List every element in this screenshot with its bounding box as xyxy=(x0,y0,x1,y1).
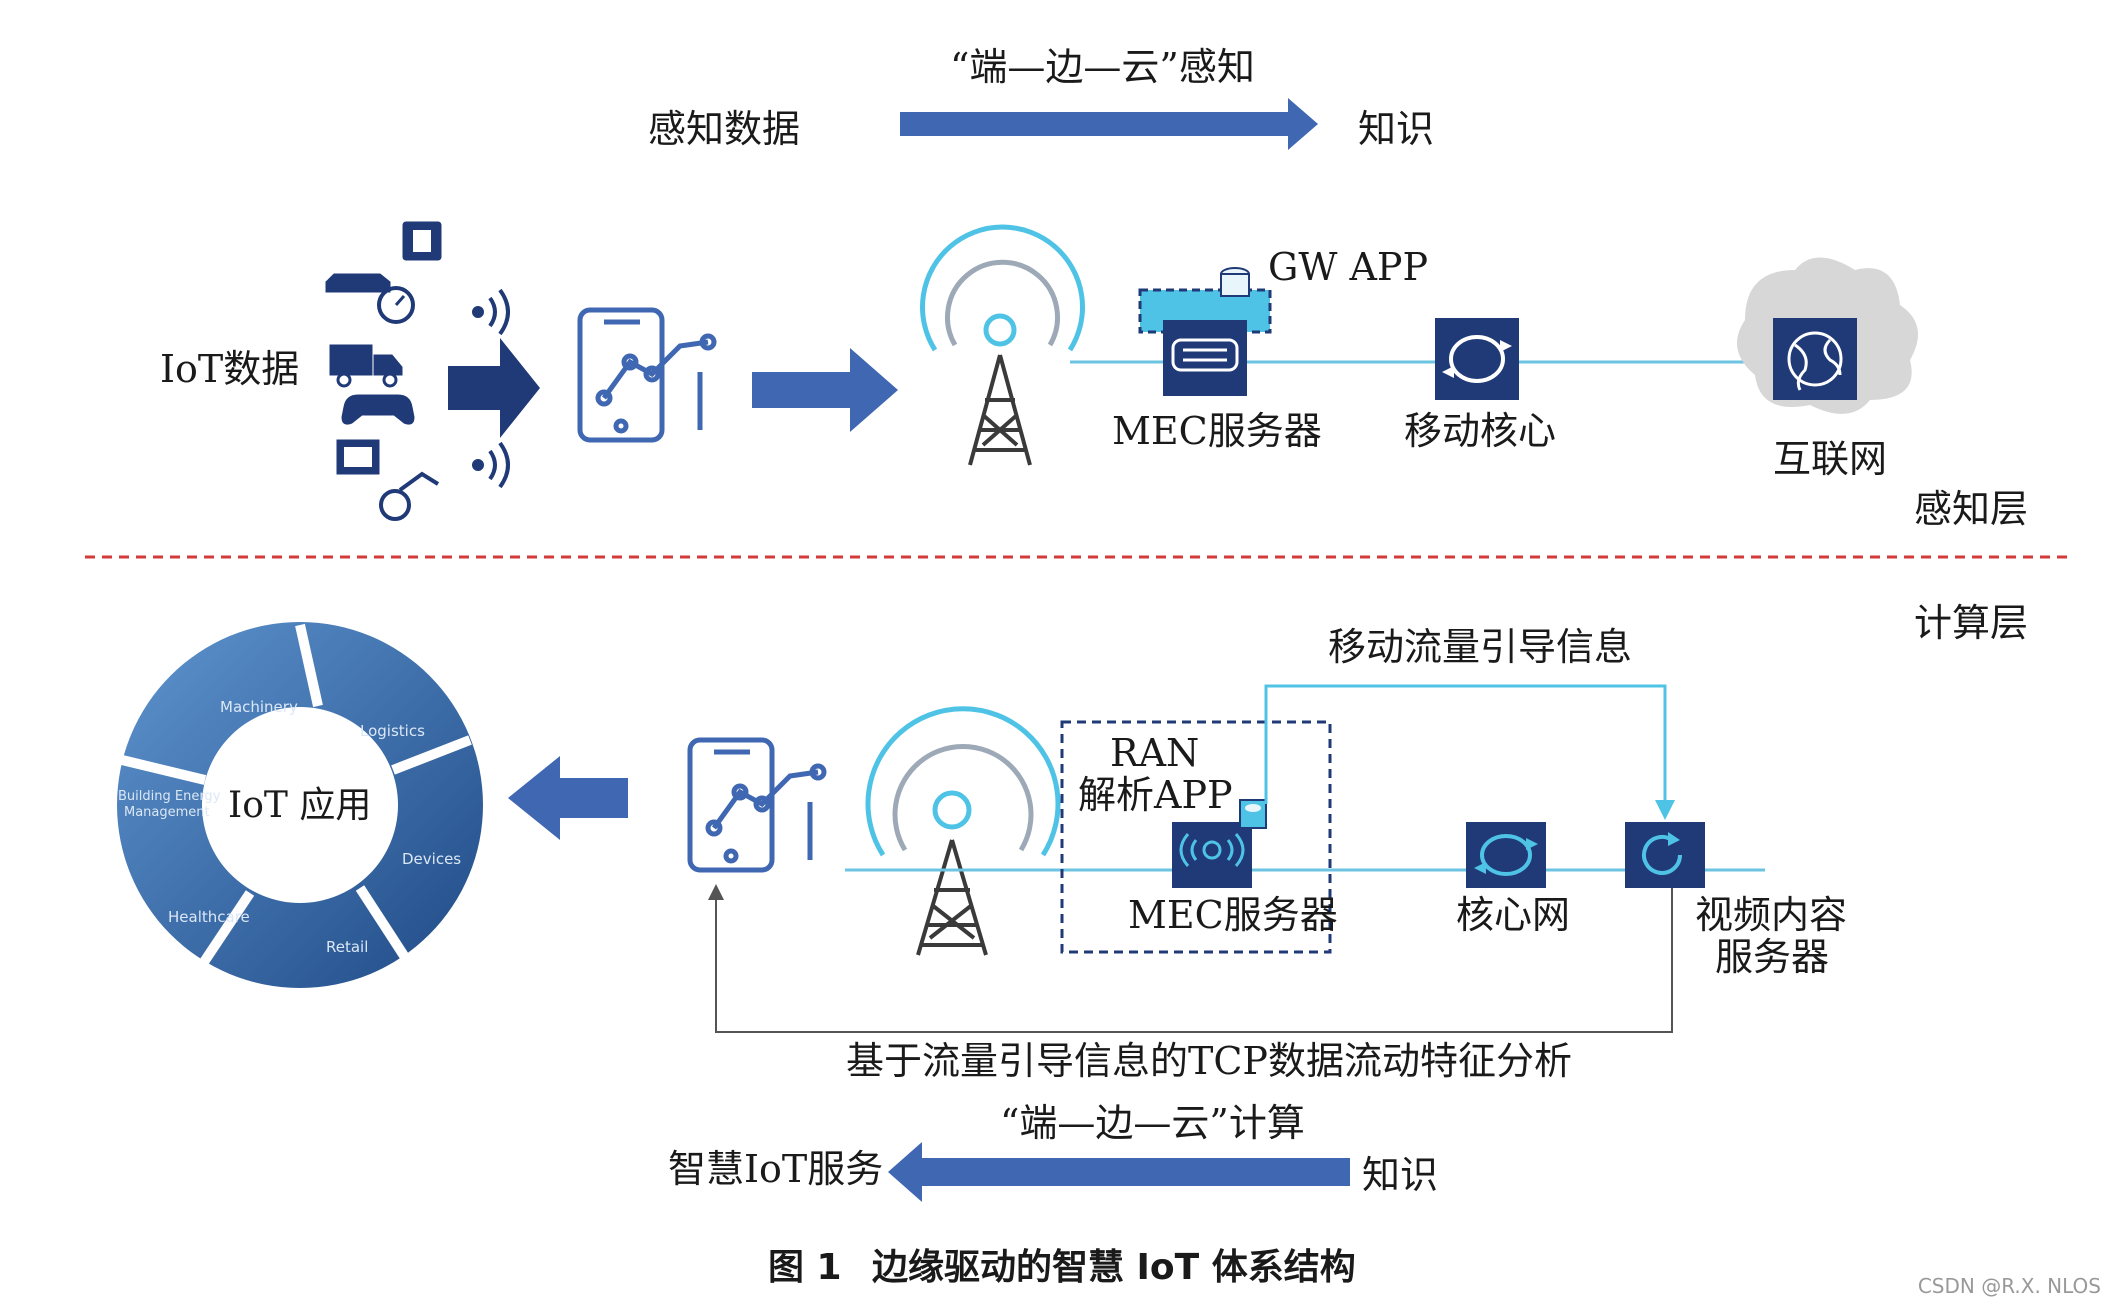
iot-application-ring xyxy=(117,622,483,988)
iot-to-phone-arrow xyxy=(448,338,540,438)
clock-icon xyxy=(377,286,415,324)
smartphone-chart-icon xyxy=(577,307,717,443)
mobile-core-icon xyxy=(1435,318,1519,400)
top-flow-arrow xyxy=(900,98,1318,150)
figure-caption: 边缘驱动的智慧 IoT 体系结构 xyxy=(872,1247,1356,1288)
watermark: CSDN @R.X. NLOS xyxy=(1917,1274,2101,1298)
mec-server-label-2: MEC服务器 xyxy=(1128,893,1338,937)
tcp-analysis-arrowhead xyxy=(708,884,724,900)
iot-data-label: IoT数据 xyxy=(160,347,300,391)
bottom-flow-arrow xyxy=(888,1142,1350,1202)
phone-to-tower-arrow xyxy=(752,348,898,432)
ring-label-management: Management xyxy=(124,805,210,820)
bottom-from-label: 知识 xyxy=(1362,1153,1439,1197)
gw-app-block xyxy=(1138,267,1272,396)
tcp-analysis-path xyxy=(715,888,1673,1033)
bottom-flow-title: “端—边—云”计算 xyxy=(1000,1101,1305,1145)
video-server-icon xyxy=(1625,822,1705,888)
ring-label-building-energy: Building Energy xyxy=(118,789,221,804)
robot-icon xyxy=(379,471,440,521)
compute-layer-label: 计算层 xyxy=(1914,601,2029,645)
ring-label-devices: Devices xyxy=(402,850,462,868)
signal-waves-icon xyxy=(472,288,510,489)
internet-label: 互联网 xyxy=(1773,437,1888,481)
iot-device-icons xyxy=(325,221,510,521)
ring-label-machinery: Machinery xyxy=(220,698,298,716)
core-network-label: 核心网 xyxy=(1456,893,1571,937)
top-from-label: 感知数据 xyxy=(648,107,801,151)
mec-server-icon-2 xyxy=(1172,799,1267,888)
bottom-to-label: 智慧IoT服务 xyxy=(668,1147,884,1191)
truck-icon xyxy=(329,344,403,376)
traffic-guidance-path xyxy=(1264,684,1667,805)
cell-tower-icon-2 xyxy=(865,706,1061,956)
cell-tower-icon-1 xyxy=(920,224,1085,466)
gw-app-label: GW APP xyxy=(1268,245,1429,289)
mobile-core-label: 移动核心 xyxy=(1404,409,1557,453)
sense-layer-label: 感知层 xyxy=(1914,487,2029,531)
ran-label: RAN xyxy=(1110,731,1200,775)
car-icon xyxy=(325,273,391,293)
ring-label-healthcare: Healthcare xyxy=(168,908,250,926)
video-server-label-line2: 服务器 xyxy=(1715,935,1830,979)
traffic-info-label: 移动流量引导信息 xyxy=(1328,625,1633,669)
phone-to-iot-app-arrow xyxy=(508,756,628,840)
internet-cloud-icon xyxy=(1737,257,1918,414)
ran-app-label: 解析APP xyxy=(1078,773,1233,817)
ring-label-logistics: Logistics xyxy=(360,722,425,740)
traffic-guidance-arrowhead xyxy=(1655,800,1675,820)
smartphone-chart-icon-2 xyxy=(687,737,827,873)
mec-server-label-1: MEC服务器 xyxy=(1112,409,1322,453)
iot-app-label: IoT 应用 xyxy=(228,785,372,826)
tcp-analysis-label: 基于流量引导信息的TCP数据流动特征分析 xyxy=(846,1039,1572,1083)
top-flow-title: “端—边—云”感知 xyxy=(950,45,1255,89)
ring-label-retail: Retail xyxy=(326,938,369,956)
gamepad-icon xyxy=(341,394,415,425)
core-network-icon xyxy=(1466,822,1546,888)
video-server-label-line1: 视频内容 xyxy=(1695,893,1848,937)
figure-number: 图 1 xyxy=(768,1247,842,1288)
ran-app-dashed-box xyxy=(1060,720,1332,954)
top-to-label: 知识 xyxy=(1358,107,1435,151)
